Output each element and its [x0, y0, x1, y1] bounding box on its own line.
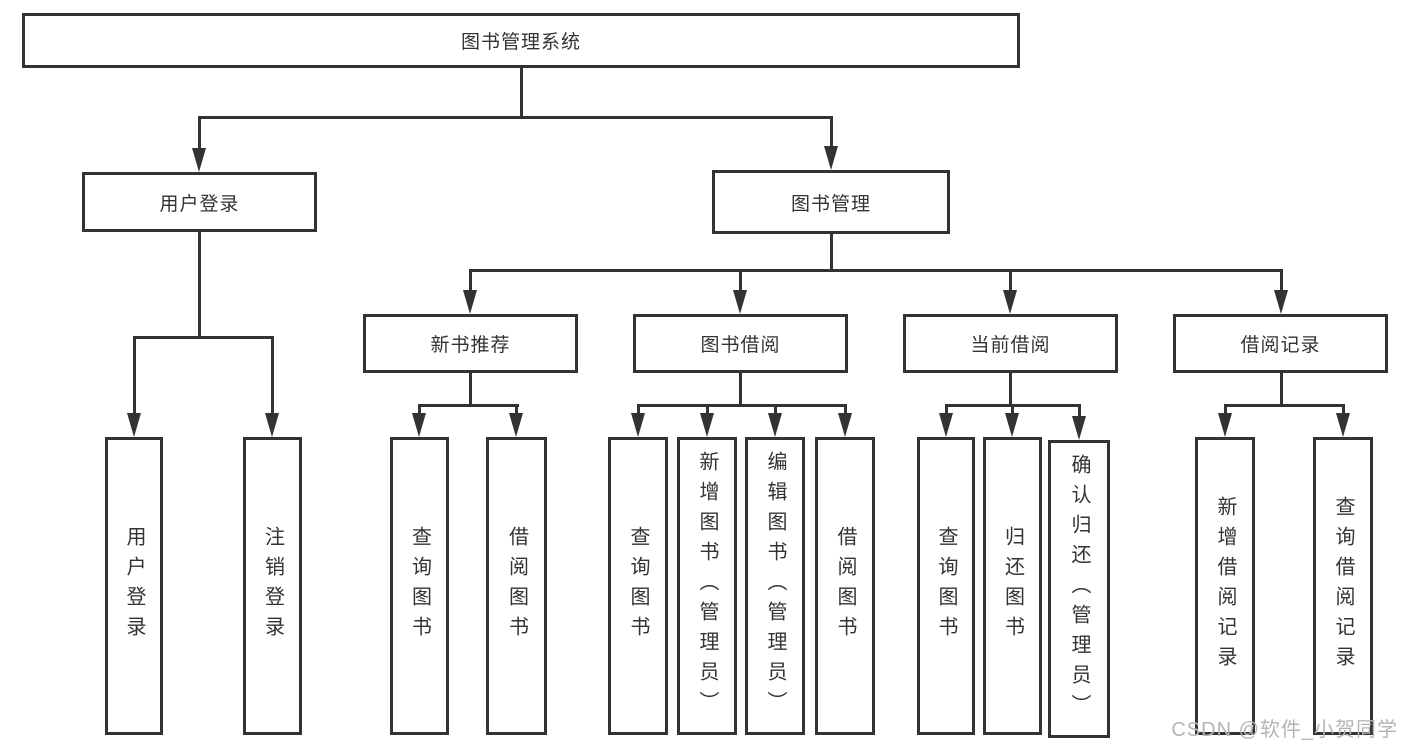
- connector-line: [1280, 269, 1283, 293]
- arrow-down-icon: [1003, 290, 1017, 314]
- node-query-books: 查询图书: [917, 437, 975, 735]
- node-label: 图书管理系统: [460, 32, 581, 53]
- node-borrow-books: 借阅图书: [486, 437, 547, 735]
- connector-line: [133, 336, 136, 415]
- node-edit-books-admin: 编辑图书（管理员）: [745, 437, 805, 735]
- node-label: 借阅图书: [834, 526, 856, 646]
- connector-line: [133, 336, 274, 339]
- arrow-down-icon: [939, 413, 953, 437]
- node-label: 用户登录: [123, 526, 145, 646]
- node-label: 图书管理: [790, 193, 871, 215]
- node-label: 查询图书: [935, 526, 957, 646]
- csdn-watermark: CSDN @软件_小贺同学: [1171, 719, 1398, 741]
- connector-line: [198, 116, 833, 119]
- connector-line: [271, 336, 274, 415]
- node-query-borrow-record: 查询借阅记录: [1313, 437, 1373, 735]
- connector-line: [469, 269, 472, 293]
- node-label: 用户登录: [159, 193, 240, 215]
- node-confirm-return-admin: 确认归还（管理员）: [1048, 440, 1110, 738]
- arrow-down-icon: [127, 413, 141, 437]
- arrow-down-icon: [733, 290, 747, 314]
- node-label: 编辑图书（管理员）: [764, 451, 786, 721]
- arrow-down-icon: [1336, 413, 1350, 437]
- connector-line: [1224, 404, 1227, 416]
- node-label: 图书借阅: [700, 335, 781, 356]
- connector-line: [774, 404, 777, 416]
- connector-line: [1078, 404, 1081, 418]
- node-add-borrow-record: 新增借阅记录: [1195, 437, 1255, 735]
- connector-line: [739, 269, 742, 293]
- arrow-down-icon: [509, 413, 523, 437]
- connector-line: [198, 232, 201, 339]
- connector-line: [844, 404, 847, 416]
- connector-line: [1009, 373, 1012, 407]
- node-label: 借阅图书: [505, 526, 528, 646]
- arrow-down-icon: [631, 413, 645, 437]
- connector-line: [515, 404, 518, 416]
- node-query-books: 查询图书: [608, 437, 668, 735]
- connector-line: [637, 404, 640, 416]
- connector-line: [469, 269, 1283, 272]
- node-user-login: 用户登录: [82, 172, 317, 232]
- node-label: 当前借阅: [970, 335, 1051, 356]
- arrow-down-icon: [700, 413, 714, 437]
- node-label: 归还图书: [1001, 526, 1024, 646]
- arrow-down-icon: [1274, 290, 1288, 314]
- node-label: 注销登录: [261, 526, 284, 646]
- node-query-books: 查询图书: [390, 437, 449, 735]
- node-new-book-recommendation: 新书推荐: [363, 314, 578, 373]
- node-return-books: 归还图书: [983, 437, 1042, 735]
- connector-line: [418, 404, 519, 407]
- connector-line: [1011, 404, 1014, 416]
- connector-line: [469, 373, 472, 407]
- node-label: 查询图书: [408, 526, 431, 646]
- node-label: 新书推荐: [430, 335, 511, 356]
- node-label: 查询借阅记录: [1332, 496, 1354, 676]
- node-library-management-system: 图书管理系统: [22, 13, 1020, 68]
- node-user-login-action: 用户登录: [105, 437, 163, 735]
- arrow-down-icon: [1072, 416, 1086, 440]
- node-current-borrowing: 当前借阅: [903, 314, 1118, 373]
- connector-line: [739, 373, 742, 407]
- node-label: 借阅记录: [1240, 335, 1321, 356]
- arrow-down-icon: [838, 413, 852, 437]
- node-borrowing-records: 借阅记录: [1173, 314, 1388, 373]
- node-logout: 注销登录: [243, 437, 302, 735]
- node-label: 查询图书: [627, 526, 649, 646]
- connector-line: [198, 116, 201, 150]
- node-label: 新增借阅记录: [1214, 496, 1236, 676]
- connector-line: [520, 68, 523, 118]
- node-label: 确认归还（管理员）: [1068, 454, 1090, 724]
- connector-line: [637, 404, 847, 407]
- connector-line: [1224, 404, 1345, 407]
- connector-line: [830, 116, 833, 148]
- connector-line: [1280, 373, 1283, 407]
- connector-line: [1009, 269, 1012, 293]
- arrow-down-icon: [768, 413, 782, 437]
- arrow-down-icon: [1005, 413, 1019, 437]
- connector-line: [830, 234, 833, 272]
- node-book-borrowing: 图书借阅: [633, 314, 848, 373]
- node-add-books-admin: 新增图书（管理员）: [677, 437, 737, 735]
- node-book-management: 图书管理: [712, 170, 950, 234]
- arrow-down-icon: [412, 413, 426, 437]
- node-label: 新增图书（管理员）: [696, 451, 718, 721]
- arrow-down-icon: [265, 413, 279, 437]
- connector-line: [418, 404, 421, 416]
- connector-line: [706, 404, 709, 416]
- arrow-down-icon: [192, 148, 206, 172]
- arrow-down-icon: [463, 290, 477, 314]
- arrow-down-icon: [824, 146, 838, 170]
- connector-line: [1342, 404, 1345, 416]
- node-borrow-books: 借阅图书: [815, 437, 875, 735]
- arrow-down-icon: [1218, 413, 1232, 437]
- connector-line: [945, 404, 948, 416]
